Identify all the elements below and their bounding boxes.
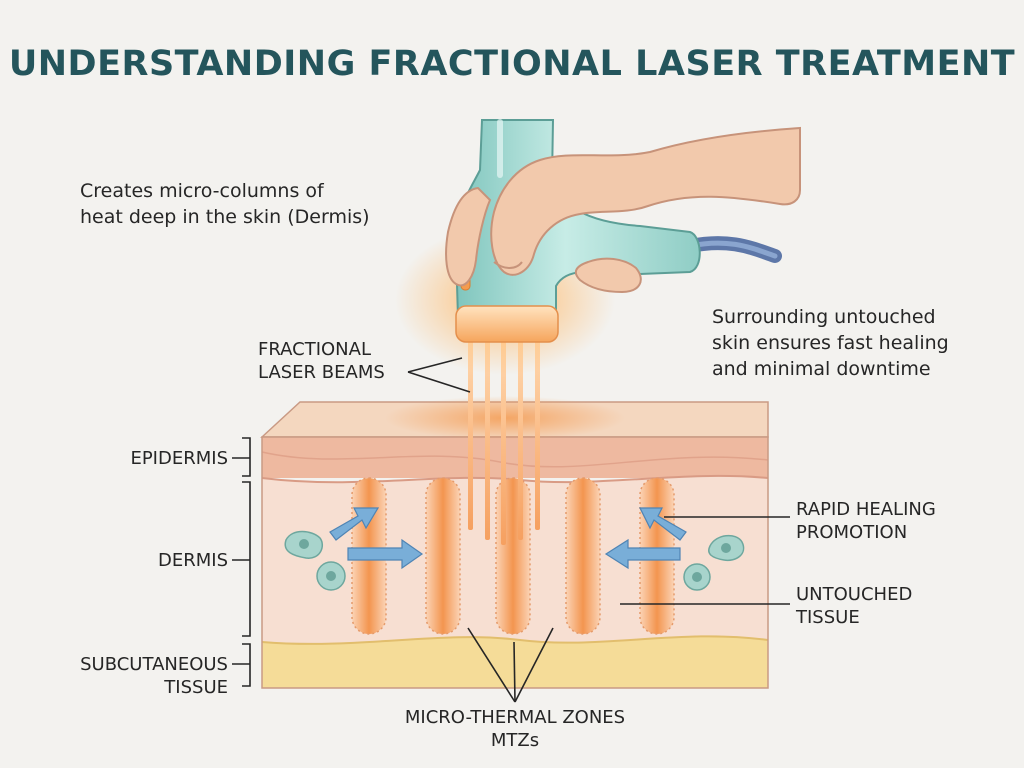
healing-arrow-icon bbox=[347, 538, 424, 570]
laser-beam bbox=[518, 340, 523, 540]
skin-cells bbox=[284, 530, 745, 591]
laser-beams bbox=[468, 340, 540, 545]
label-dermis: DERMIS bbox=[158, 549, 228, 572]
hand-fingers bbox=[445, 186, 492, 287]
hand bbox=[490, 126, 801, 276]
healing-arrow-icon bbox=[639, 507, 687, 541]
laser-beam bbox=[535, 340, 540, 530]
mtz-column bbox=[565, 477, 601, 635]
healing-arrows bbox=[329, 507, 687, 570]
healing-arrow-icon bbox=[329, 507, 380, 541]
label-untouched-tissue: UNTOUCHED TISSUE bbox=[796, 583, 912, 629]
epidermis-layer bbox=[262, 437, 768, 478]
label-line: UNTOUCHED bbox=[796, 584, 913, 605]
label-line: TISSUE bbox=[164, 677, 228, 698]
label-micro-thermal-zones: MICRO-THERMAL ZONES MTZs bbox=[362, 706, 668, 752]
label-laser-beams: FRACTIONAL LASER BEAMS bbox=[258, 338, 385, 384]
note-right: Surrounding untouched skin ensures fast … bbox=[712, 304, 949, 382]
label-line: LASER BEAMS bbox=[258, 362, 385, 383]
note-left-line: heat deep in the skin (Dermis) bbox=[80, 206, 370, 228]
label-rapid-healing: RAPID HEALING PROMOTION bbox=[796, 498, 936, 544]
note-right-line: and minimal downtime bbox=[712, 358, 931, 380]
dermis-bracket bbox=[242, 481, 251, 637]
label-subcutaneous: SUBCUTANEOUS TISSUE bbox=[80, 653, 228, 699]
label-epidermis: EPIDERMIS bbox=[130, 447, 228, 470]
label-line: RAPID HEALING bbox=[796, 499, 936, 520]
label-line: MICRO-THERMAL ZONES bbox=[404, 707, 626, 728]
mtz-column bbox=[425, 477, 461, 635]
label-line: SUBCUTANEOUS bbox=[80, 654, 228, 675]
laser-beam bbox=[485, 340, 490, 540]
label-line: FRACTIONAL bbox=[258, 339, 371, 360]
label-line: TISSUE bbox=[796, 607, 860, 628]
label-line: PROMOTION bbox=[796, 522, 908, 543]
laser-beam bbox=[468, 340, 473, 530]
leader-lines bbox=[232, 357, 790, 703]
subcutaneous-bracket bbox=[242, 643, 251, 687]
label-line: MTZs bbox=[490, 730, 540, 751]
note-right-line: Surrounding untouched bbox=[712, 306, 936, 328]
note-left-line: Creates micro-columns of bbox=[80, 180, 324, 202]
epidermis-bracket bbox=[242, 437, 251, 477]
healing-arrow-icon bbox=[604, 538, 681, 570]
laser-handpiece bbox=[395, 119, 801, 375]
label-line: EPIDERMIS bbox=[130, 448, 228, 469]
device-tip bbox=[455, 305, 559, 343]
page-title: UNDERSTANDING FRACTIONAL LASER TREATMENT bbox=[8, 44, 1016, 84]
laser-beam bbox=[501, 340, 506, 545]
label-line: DERMIS bbox=[157, 550, 228, 571]
note-right-line: skin ensures fast healing bbox=[712, 332, 949, 354]
note-left: Creates micro-columns of heat deep in th… bbox=[80, 178, 370, 230]
